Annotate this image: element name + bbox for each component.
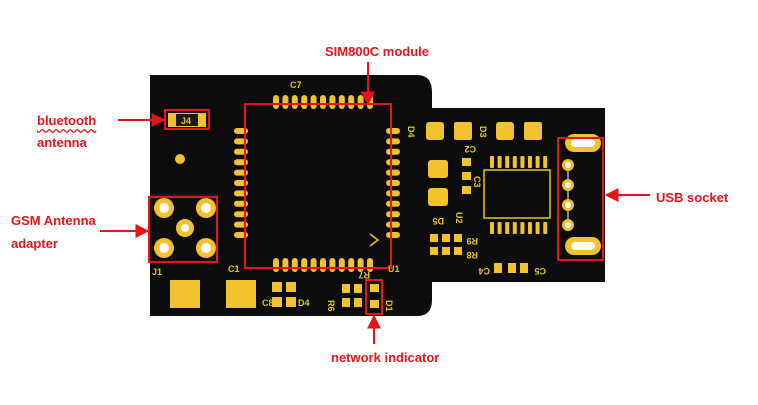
module-pin — [282, 258, 289, 272]
capacitor-c4-c5 — [494, 263, 528, 273]
module-pin — [338, 95, 345, 109]
usb-socket-highlight — [557, 137, 604, 261]
label-sim-module: SIM800C module — [325, 44, 430, 59]
module-pin — [320, 258, 326, 272]
module-pin — [357, 95, 364, 109]
module-pin — [386, 159, 400, 166]
module-pin — [367, 258, 373, 272]
silk-c4: C4 — [478, 266, 490, 276]
silk-r9: R9 — [466, 236, 478, 246]
gsm-antenna-connector — [150, 194, 218, 263]
chip-pin — [528, 222, 532, 234]
module-pin — [386, 221, 400, 228]
annotation-arrows — [100, 62, 650, 344]
silkscreen-labels: D4 D4 D4 D4 D4 D3 C2 C3 D5 U2 R9 R8 C4 C… — [326, 126, 546, 312]
sim-module-highlight — [244, 103, 392, 269]
chip-pin — [535, 156, 540, 168]
label-bluetooth-line1: bluetooth — [37, 113, 97, 128]
module-pin — [301, 258, 308, 272]
usb-chip-u2 — [483, 156, 551, 234]
silk-c3: C3 — [472, 176, 482, 188]
module-pin — [320, 95, 326, 109]
silk-r8: R8 — [466, 250, 478, 260]
chip-pin — [512, 222, 517, 234]
module-pin — [301, 95, 308, 109]
diode-d4-d3 — [426, 122, 542, 140]
network-indicator-highlight — [365, 279, 383, 315]
chip-pin — [520, 156, 525, 168]
chip-pin — [512, 156, 517, 168]
module-pin — [386, 200, 400, 207]
chip-pin — [490, 156, 494, 168]
chip-pin — [505, 222, 510, 234]
module-pin — [386, 180, 400, 186]
bluetooth-antenna-pad: J4 — [168, 113, 206, 127]
label-gsm-line2: adapter — [11, 236, 58, 251]
silk-r7: R7 — [358, 270, 370, 280]
module-pin — [338, 258, 345, 272]
silk-d1: D1 — [384, 300, 394, 312]
module-pin — [348, 95, 355, 109]
module-pin — [282, 95, 289, 109]
module-pin — [291, 258, 298, 272]
module-pin — [310, 258, 317, 272]
capacitor-c2-c3 — [462, 158, 471, 194]
label-bluetooth-line2: antenna — [37, 135, 87, 150]
u2-outline — [483, 169, 551, 219]
silk-c8: D4 — [298, 298, 310, 308]
silk-c6: C8 — [262, 298, 274, 308]
network-indicator-pads — [342, 284, 379, 308]
silk-r6: R6 — [326, 300, 336, 312]
diode-d5 — [428, 160, 448, 206]
capacitor-c1 — [170, 280, 256, 308]
chip-pin — [490, 222, 494, 234]
module-pin — [357, 258, 364, 272]
module-pin — [348, 258, 355, 272]
module-pin — [329, 258, 336, 272]
module-pin — [310, 95, 317, 109]
chip-pin — [497, 156, 502, 168]
module-pin — [386, 148, 400, 155]
chip-pin — [543, 156, 548, 168]
chip-pin — [520, 222, 525, 234]
chip-pin — [535, 222, 540, 234]
chip-pin — [543, 222, 548, 234]
module-pin — [329, 95, 336, 109]
chip-pin — [528, 156, 532, 168]
silk-d5: D5 — [432, 216, 444, 226]
silk-c7: C7 — [290, 80, 302, 90]
via-pad — [175, 154, 185, 164]
silk-c2: C2 — [464, 144, 476, 154]
chip-pin — [497, 222, 502, 234]
silk-c1: C1 — [228, 264, 240, 274]
silk-d3: D3 — [478, 126, 488, 138]
label-usb-socket: USB socket — [656, 190, 729, 205]
label-network-indicator: network indicator — [331, 350, 440, 365]
silk-j4: J4 — [181, 116, 191, 126]
module-pin — [273, 258, 279, 272]
module-pin — [386, 190, 400, 197]
module-pin — [291, 95, 298, 109]
silk-c5: C5 — [534, 266, 546, 276]
silk-d4: D4 — [406, 126, 416, 138]
label-gsm-line1: GSM Antenna — [11, 213, 96, 228]
capacitor-c6-c8 — [272, 282, 296, 307]
module-pin — [386, 232, 400, 238]
module-pin — [386, 138, 400, 145]
pcb-board — [150, 75, 605, 316]
silk-u2: U2 — [454, 212, 464, 224]
silk-u1: U1 — [388, 264, 400, 274]
module-pin — [386, 211, 400, 218]
pin1-marker — [369, 233, 380, 247]
silk-j1: J1 — [152, 267, 162, 277]
chip-pin — [505, 156, 510, 168]
resistors-r8-r9 — [430, 234, 462, 255]
module-pin — [273, 95, 279, 109]
module-pin — [386, 128, 400, 134]
module-pin — [386, 169, 400, 176]
